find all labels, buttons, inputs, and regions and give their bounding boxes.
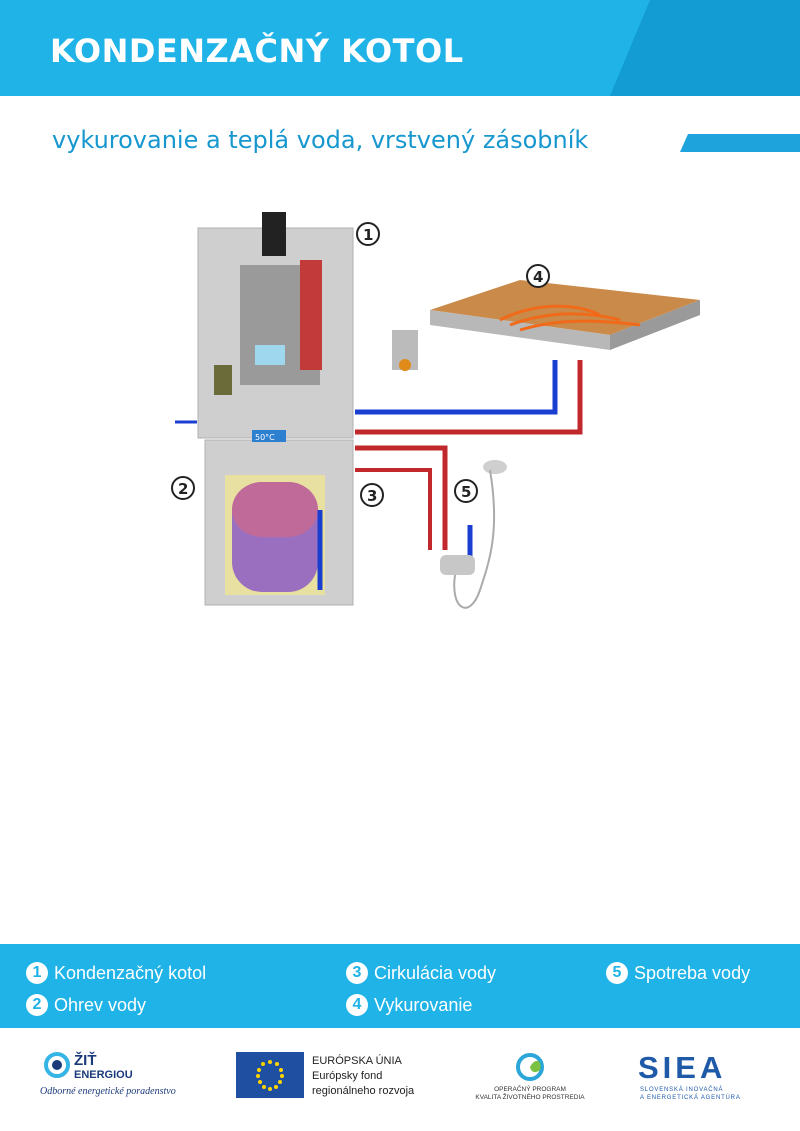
footer-logos: ŽIŤ ENERGIOU Odborné energetické poraden… xyxy=(0,1028,800,1131)
marker-4: 4 xyxy=(526,264,550,288)
boiler-system-diagram: 50°C 1 2 3 4 5 xyxy=(171,212,700,609)
marker-1: 1 xyxy=(356,222,380,246)
legend-num: 3 xyxy=(346,962,368,984)
legend-label: Spotreba vody xyxy=(634,962,751,983)
legend-num: 1 xyxy=(26,962,48,984)
legend-item-boiler: 1 Kondenzačný kotol xyxy=(26,962,206,984)
legend-item-heating: 4 Vykurovanie xyxy=(346,994,472,1016)
eu-line1: EURÓPSKA ÚNIA xyxy=(312,1055,402,1067)
siea-name: SIEA xyxy=(638,1050,727,1085)
op-line2: KVALITA ŽIVOTNÉHO PROSTREDIA xyxy=(475,1094,585,1101)
zit-tagline: Odborné energetické poradenstvo xyxy=(40,1086,176,1097)
page-subtitle: vykurovanie a teplá voda, vrstvený zásob… xyxy=(52,126,589,154)
eu-flag-icon xyxy=(236,1052,304,1098)
layered-storage-tank xyxy=(204,439,354,606)
header-stripe xyxy=(610,0,800,96)
legend-item-water-heating: 2 Ohrev vody xyxy=(26,994,146,1016)
circulation-pipe xyxy=(355,468,432,550)
hot-water-pipe xyxy=(355,445,448,550)
legend-num: 2 xyxy=(26,994,48,1016)
zit-line2: ENERGIOU xyxy=(74,1069,133,1081)
swirl-icon xyxy=(44,1052,70,1078)
display-readout: 50°C xyxy=(255,433,275,442)
siea-line2: A ENERGETICKÁ AGENTÚRA xyxy=(640,1095,741,1101)
heating-supply-pipe xyxy=(355,360,583,435)
legend-num: 4 xyxy=(346,994,368,1016)
eu-logo: EURÓPSKA ÚNIA Európsky fond regionálneho… xyxy=(236,1052,436,1102)
svg-text:2: 2 xyxy=(178,480,188,498)
marker-5: 5 xyxy=(454,479,478,503)
control-display xyxy=(252,430,286,442)
subtitle-accent-bar xyxy=(680,134,800,152)
siea-line1: SLOVENSKÁ INOVAČNÁ xyxy=(640,1087,724,1093)
legend-label: Kondenzačný kotol xyxy=(54,962,207,983)
heating-return-pipe xyxy=(355,360,558,415)
legend-num: 5 xyxy=(606,962,628,984)
eu-line3: regionálneho rozvoja xyxy=(312,1085,415,1097)
legend-panel: 1 Kondenzačný kotol 2 Ohrev vody 3 Cirku… xyxy=(0,944,800,1028)
svg-text:3: 3 xyxy=(367,487,377,505)
svg-text:1: 1 xyxy=(363,226,373,244)
floor-heating-slab xyxy=(430,280,700,350)
page-title: KONDENZAČNÝ KOTOL xyxy=(50,32,464,70)
op-kzp-logo: OPERAČNÝ PROGRAM KVALITA ŽIVOTNÉHO PROST… xyxy=(470,1050,590,1110)
legend-label: Vykurovanie xyxy=(374,994,473,1015)
eu-line2: Európsky fond xyxy=(312,1070,383,1082)
header-banner: KONDENZAČNÝ KOTOL xyxy=(0,0,800,96)
siea-logo: SIEA SLOVENSKÁ INOVAČNÁ A ENERGETICKÁ AG… xyxy=(636,1048,756,1108)
legend-label: Cirkulácia vody xyxy=(374,962,497,983)
condensing-boiler xyxy=(197,212,354,439)
leaf-icon xyxy=(516,1053,544,1081)
svg-text:5: 5 xyxy=(461,483,471,501)
shower-head xyxy=(440,460,507,609)
marker-2: 2 xyxy=(171,476,195,500)
legend-item-water-consumption: 5 Spotreba vody xyxy=(606,962,750,984)
svg-text:4: 4 xyxy=(533,268,543,286)
marker-3: 3 xyxy=(360,483,384,507)
op-line1: OPERAČNÝ PROGRAM xyxy=(494,1086,566,1093)
zit-energiou-logo: ŽIŤ ENERGIOU Odborné energetické poraden… xyxy=(40,1048,176,1128)
legend-label: Ohrev vody xyxy=(54,994,147,1015)
legend-item-circulation: 3 Cirkulácia vody xyxy=(346,962,496,984)
zit-line1: ŽIŤ xyxy=(74,1052,97,1069)
manifold-valve xyxy=(392,330,418,371)
